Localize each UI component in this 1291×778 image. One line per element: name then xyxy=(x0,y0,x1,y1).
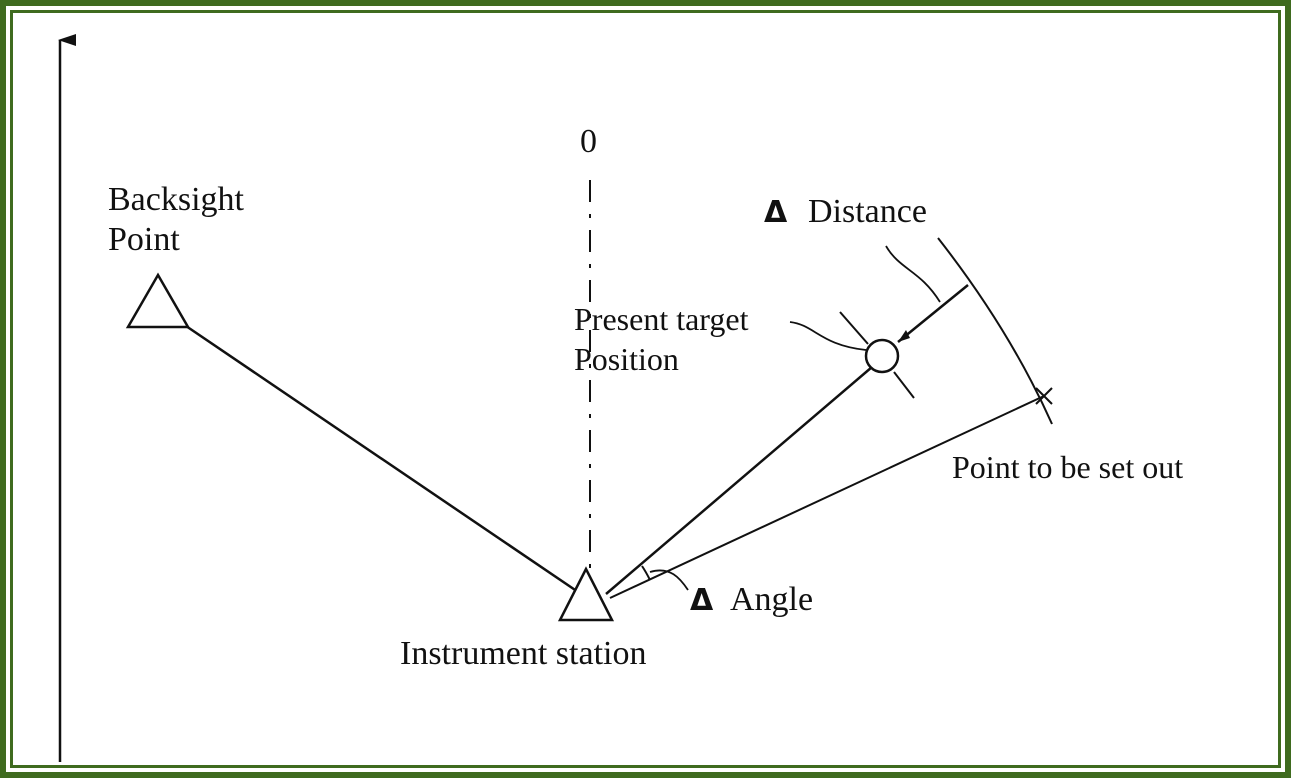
distance-leader xyxy=(885,245,941,303)
angle-leader xyxy=(649,569,689,591)
distance-arrow-tip xyxy=(898,330,910,342)
backsight-label-line1: Backsight xyxy=(108,181,245,218)
angle-delta-symbol: Δ xyxy=(690,583,714,618)
instrument-station-label: Instrument station xyxy=(400,635,646,672)
present-target-line xyxy=(605,366,873,595)
present-target-label-line2: Position xyxy=(574,341,679,377)
angle-arc xyxy=(641,565,651,581)
present-target-label-line1: Present target xyxy=(574,301,749,337)
present-target-tick-upper xyxy=(839,311,869,345)
distance-label: Distance xyxy=(808,193,927,230)
distance-delta-symbol: Δ xyxy=(764,195,788,230)
set-out-point-label: Point to be set out xyxy=(952,449,1183,485)
backsight-label-line2: Point xyxy=(108,221,180,258)
angle-label: Angle xyxy=(730,581,813,618)
set-out-point-mark-b xyxy=(1035,387,1053,405)
distance-dimension-line xyxy=(897,284,969,343)
backsight-triangle xyxy=(125,272,191,329)
present-target-circle xyxy=(864,338,900,374)
inner-frame xyxy=(10,10,1281,768)
backsight-line xyxy=(185,324,585,598)
distance-arc xyxy=(937,237,1053,425)
present-target-leader xyxy=(789,321,867,351)
present-target-tick-lower xyxy=(893,371,915,399)
set-out-line xyxy=(609,395,1045,599)
zero-label: 0 xyxy=(580,123,597,160)
instrument-station-triangle xyxy=(557,566,615,622)
